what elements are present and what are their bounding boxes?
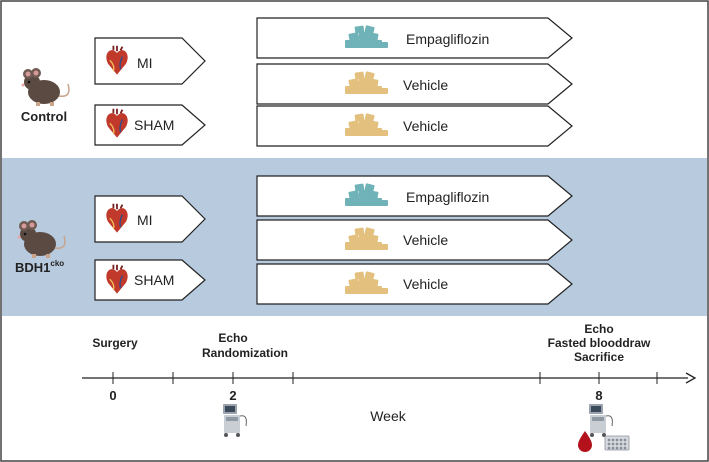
event-label: Echo [584, 322, 613, 336]
treatment-empagliflozin-control: Empagliflozin [256, 17, 573, 59]
treatment-label: Empagliflozin [406, 31, 489, 47]
surgery-sham-bdh1: SHAM [94, 259, 206, 301]
timeline-tick-8: Echo Fasted blooddraw Sacrifice 8 [548, 322, 651, 452]
surgery-sham-control: SHAM [94, 104, 206, 146]
group-label-bdh1: BDH1cko [15, 259, 64, 275]
surgery-label: MI [137, 55, 153, 71]
surgery-label: SHAM [134, 117, 174, 133]
treatment-label: Vehicle [403, 77, 448, 93]
treatment-vehicle-control-sham: Vehicle [256, 105, 573, 147]
treatment-label: Empagliflozin [406, 189, 489, 205]
surgery-arrow [94, 195, 206, 243]
surgery-label: SHAM [134, 272, 174, 288]
surgery-mi-bdh1: MI [94, 195, 206, 243]
treatment-arrow [256, 175, 573, 217]
treatment-empagliflozin-bdh1: Empagliflozin [256, 175, 573, 217]
treatment-label: Vehicle [403, 118, 448, 134]
timeline-tick-0: Surgery 0 [92, 336, 138, 403]
tick-value: 8 [595, 388, 602, 403]
surgery-label: MI [137, 212, 153, 228]
tick-value: 2 [229, 388, 236, 403]
treatment-arrow [256, 105, 573, 147]
group-label-control: Control [21, 109, 67, 124]
treatment-arrow [256, 17, 573, 59]
minor-ticks [112, 372, 658, 384]
timeline: Surgery 0 Echo Randomization 2 Echo Fast… [82, 322, 697, 452]
treatment-arrow [256, 219, 573, 261]
group-bdh1: BDH1cko MI SHAM Empagliflozin Vehicle Ve… [15, 175, 573, 305]
group-control: Control MI SHAM Empagliflozin Vehicle [20, 17, 573, 147]
tick-value: 0 [109, 388, 116, 403]
timeline-axis-label: Week [370, 408, 407, 424]
treatment-arrow [256, 263, 573, 305]
timeline-arrowhead [685, 372, 697, 384]
surgery-arrow [94, 37, 206, 85]
surgery-mi-control: MI [94, 37, 206, 85]
event-label: Randomization [202, 346, 288, 360]
treatment-label: Vehicle [403, 232, 448, 248]
event-label: Surgery [92, 336, 138, 350]
treatment-arrow [256, 63, 573, 105]
event-label: Echo [218, 331, 247, 345]
treatment-vehicle-control-mi: Vehicle [256, 63, 573, 105]
event-label: Fasted blooddraw [548, 336, 651, 350]
treatment-vehicle-bdh1-mi: Vehicle [256, 219, 573, 261]
tube-rack-icon [604, 435, 630, 451]
treatment-label: Vehicle [403, 276, 448, 292]
treatment-vehicle-bdh1-sham: Vehicle [256, 263, 573, 305]
timeline-tick-2: Echo Randomization 2 [202, 331, 288, 438]
event-label: Sacrifice [574, 350, 624, 364]
